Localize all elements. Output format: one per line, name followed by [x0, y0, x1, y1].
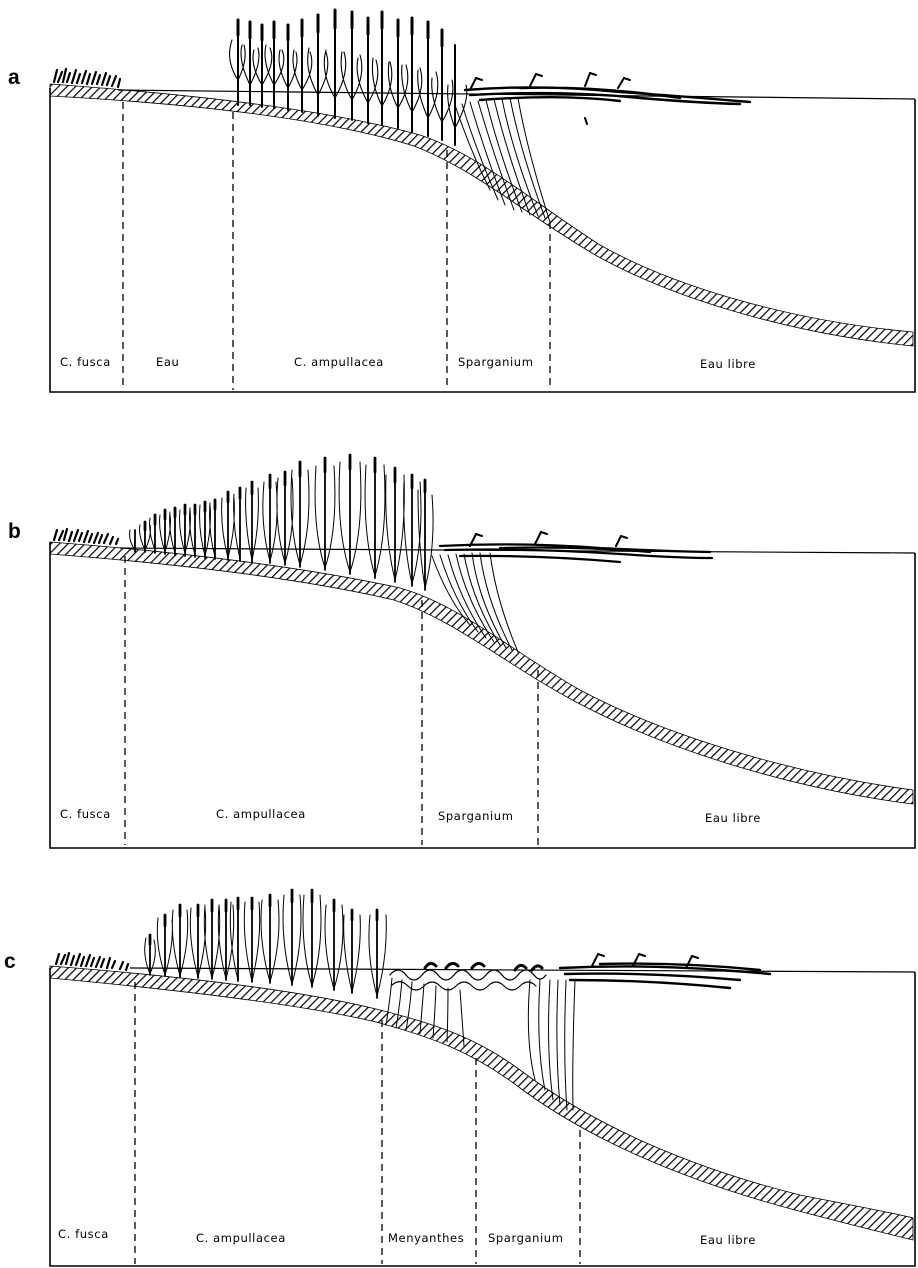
panel-b-carex-ampullacea-stand: [129, 453, 434, 591]
panel-b-sparganium-floating: [431, 530, 714, 653]
panel-a-sparganium-floating: [454, 71, 752, 223]
panel-c-lake-bottom-hatched: [49, 965, 914, 1241]
panel-letter-a: a: [8, 66, 20, 89]
panel-a-lake-bottom-hatched: [49, 83, 914, 347]
panel-a-zone-dividers: [122, 102, 551, 390]
panel-c-menyanthes-mat: [385, 961, 547, 1047]
panel-a: a C. fusca Eau C. ampullacea Sparganium: [8, 8, 916, 393]
panel-c-sparganium-floating: [527, 952, 772, 1111]
panel-c-carex-ampullacea-stand: [144, 888, 387, 999]
panel-b-carex-fusca-tuft: [52, 527, 120, 546]
panel-letter-b: b: [8, 520, 21, 543]
panel-b-zone-dividers: [124, 556, 539, 845]
panel-c: c C. fusca C.: [4, 888, 916, 1267]
zone-label: C. ampullacea: [196, 1231, 286, 1245]
zone-label: Eau libre: [700, 357, 756, 371]
panel-c-water-surface: [129, 967, 916, 973]
panel-b-zone-labels: C. fusca C. ampullacea Sparganium Eau li…: [60, 807, 761, 825]
zone-label: Eau libre: [700, 1233, 756, 1247]
panel-b-lake-bottom-hatched: [49, 541, 914, 805]
zone-label: Eau libre: [705, 811, 761, 825]
zone-label: Menyanthes: [388, 1231, 464, 1245]
zone-label: C. fusca: [60, 355, 111, 369]
zone-label: C. fusca: [58, 1227, 109, 1241]
zone-label: Sparganium: [458, 355, 534, 369]
zone-label: Eau: [156, 355, 179, 369]
zone-label: Sparganium: [438, 809, 514, 823]
zone-label: C. fusca: [60, 807, 111, 821]
panel-c-frame: [49, 968, 916, 1267]
panel-a-zone-labels: C. fusca Eau C. ampullacea Sparganium Ea…: [60, 355, 756, 371]
panel-c-zone-labels: C. fusca C. ampullacea Menyanthes Sparga…: [58, 1227, 756, 1247]
panel-c-zone-dividers: [134, 982, 581, 1264]
panel-a-frame: [49, 88, 916, 393]
panel-b: b C. fusca C. ampullacea Sparganium Eau …: [8, 453, 916, 849]
zone-label: Sparganium: [488, 1231, 564, 1245]
panel-letter-c: c: [4, 950, 16, 973]
panel-a-carex-ampullacea-stand: [229, 8, 468, 146]
zone-label: C. ampullacea: [294, 355, 384, 369]
panel-b-frame: [49, 542, 916, 849]
zone-label: C. ampullacea: [216, 807, 306, 821]
panel-c-carex-fusca-tuft: [54, 951, 130, 972]
panel-a-carex-fusca-tuft: [52, 67, 122, 89]
